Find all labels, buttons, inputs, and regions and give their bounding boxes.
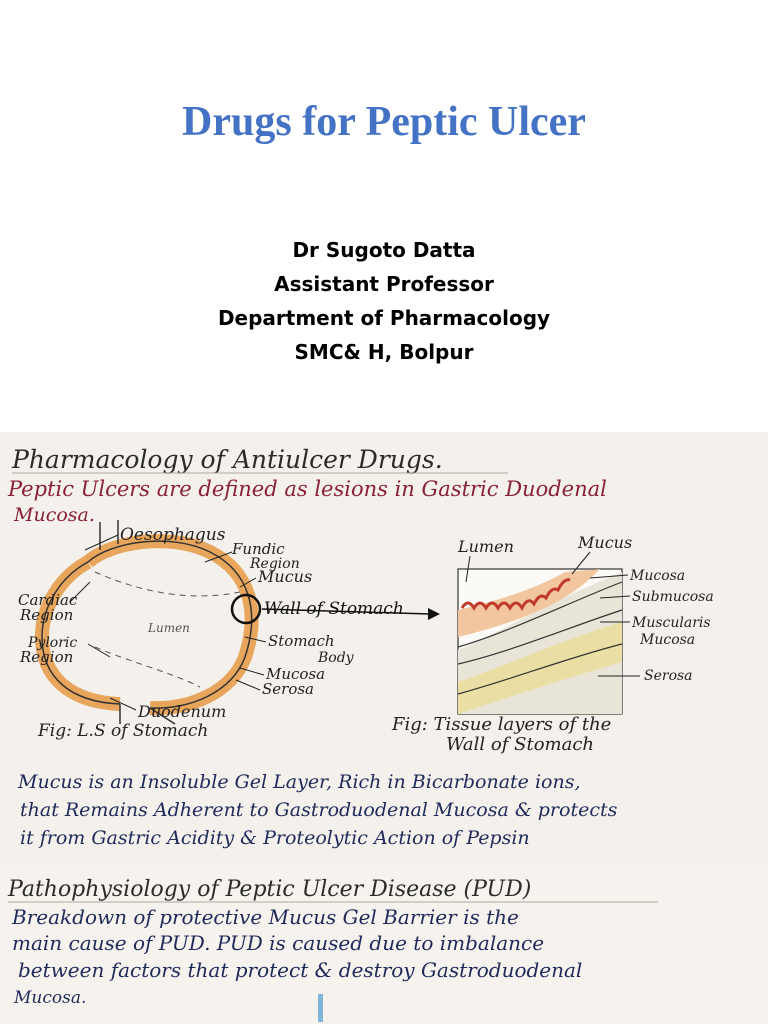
tissue-label-mucus: Mucus [577, 533, 632, 552]
author-institution: SMC& H, Bolpur [294, 340, 474, 364]
tissue-layers-diagram: Lumen Mucus Mucosa Submucosa Muscularis … [391, 533, 714, 755]
fundic-boundary [94, 571, 241, 597]
oesophagus-tube [99, 520, 119, 550]
author-block: Dr Sugoto Datta Assistant Professor Depa… [0, 233, 768, 369]
wall-arrow [261, 608, 431, 615]
label-pyloric-1: Pyloric [27, 635, 77, 651]
label-stomach-body-2: Body [317, 650, 355, 666]
leader-fundic [204, 551, 233, 563]
label-oesophagus: Oesophagus [120, 525, 226, 545]
label-mucus: Mucus [257, 567, 312, 586]
pen-mark [318, 994, 323, 1022]
tissue-label-muscularis-2: Mucosa [639, 632, 695, 648]
tissue-label-submucosa: Submucosa [632, 589, 714, 605]
duodenum-tube [119, 704, 176, 725]
tissue-label-lumen: Lumen [457, 537, 514, 556]
leader-stomach-body [244, 636, 267, 643]
author-name: Dr Sugoto Datta [292, 238, 476, 262]
tissue-caption-2: Wall of Stomach [446, 734, 594, 755]
label-cardiac-2: Region [19, 606, 73, 624]
tissue-arrow-submucosa [599, 595, 631, 599]
tissue-label-muscularis-1: Muscularis [631, 615, 711, 631]
mucus-line-3: it from Gastric Acidity & Proteolytic Ac… [20, 827, 530, 849]
pud-line-4: Mucosa. [13, 988, 86, 1008]
tissue-layer-lines [457, 581, 623, 695]
label-fundic-2: Region [249, 556, 300, 572]
notes-image-antiulcer: Pharmacology of Antiulcer Drugs. Peptic … [0, 432, 768, 868]
pud-line-1: Breakdown of protective Mucus Gel Barrie… [11, 905, 519, 929]
label-wall-of-stomach: Wall of Stomach [264, 599, 404, 619]
pud-line-3: between factors that protect & destroy G… [18, 958, 582, 982]
definition-line-2: Mucosa. [13, 504, 95, 526]
leader-serosa [235, 679, 261, 691]
leader-mucus [239, 577, 257, 588]
leader-pyloric [87, 643, 111, 658]
stomach-diagram: Oesophagus Fundic Region Mucus Wall of S… [18, 520, 440, 741]
tissue-mucosa-band [458, 569, 600, 637]
pathophysiology-drawing: Pathophysiology of Peptic Ulcer Disease … [7, 877, 658, 1022]
tissue-mucus-wave [460, 578, 571, 612]
label-mucosa: Mucosa [265, 665, 325, 683]
leader-duodenum [109, 697, 137, 711]
author-department: Department of Pharmacology [217, 306, 551, 330]
author-position: Assistant Professor [274, 272, 494, 296]
mucus-line-1: Mucus is an Insoluble Gel Layer, Rich in… [17, 771, 581, 793]
label-fundic-1: Fundic [231, 540, 285, 558]
mucus-line-2: that Remains Adherent to Gastroduodenal … [20, 799, 618, 821]
tissue-label-serosa: Serosa [644, 668, 693, 684]
leader-cardiac [69, 581, 91, 603]
pud-heading: Pathophysiology of Peptic Ulcer Disease … [7, 877, 531, 902]
tissue-leader-mucus [571, 551, 591, 575]
label-serosa: Serosa [262, 680, 314, 698]
slide-title: Drugs for Peptic Ulcer [182, 99, 586, 145]
notes-image-pathophysiology: Pathophysiology of Peptic Ulcer Disease … [0, 866, 768, 1024]
tissue-label-mucosa: Mucosa [629, 568, 685, 584]
label-stomach-body-1: Stomach [268, 632, 335, 650]
leader-oesophagus [84, 534, 119, 551]
tissue-leader-lumen [465, 555, 471, 583]
pyloric-boundary [94, 646, 201, 688]
wall-highlight-circle [230, 593, 262, 625]
label-lumen: Lumen [147, 621, 190, 635]
wall-arrowhead [428, 608, 440, 620]
notes-heading: Pharmacology of Antiulcer Drugs. [11, 445, 443, 474]
label-cardiac-1: Cardiac [18, 591, 78, 609]
leader-mucosa [239, 667, 265, 676]
definition-line-1: Peptic Ulcers are defined as lesions in … [7, 477, 607, 501]
notes-drawing: Pharmacology of Antiulcer Drugs. Peptic … [7, 445, 714, 849]
stomach-mucosa-outer [34, 555, 121, 711]
label-duodenum: Duodenum [137, 702, 226, 721]
tissue-caption-1: Fig: Tissue layers of the [391, 714, 611, 735]
stomach-caption: Fig: L.S of Stomach [37, 721, 208, 741]
pud-line-2: main cause of PUD. PUD is caused due to … [12, 931, 544, 955]
tissue-arrow-mucosa [589, 574, 629, 579]
label-pyloric-2: Region [19, 648, 73, 666]
